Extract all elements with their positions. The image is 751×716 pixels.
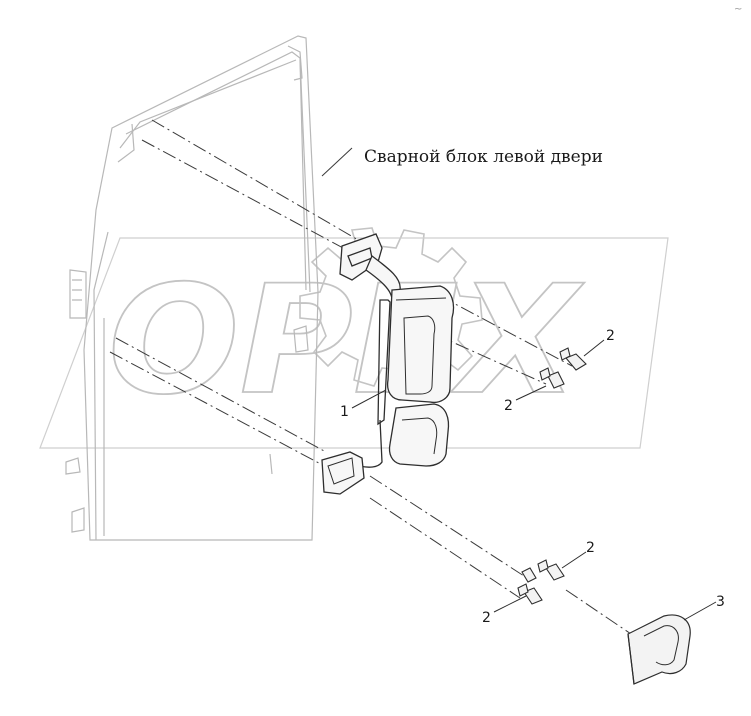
door-frame [65, 35, 319, 541]
mount-cover [627, 614, 691, 685]
corner-mark: ~ [734, 4, 742, 15]
watermark-band [39, 237, 669, 449]
callout-label-bolt-top-left: 2 [504, 398, 513, 414]
callout-label-bolt-top-right: 2 [606, 328, 615, 344]
callout-leaders [351, 339, 717, 621]
mirror-assembly [321, 233, 455, 495]
callout-label-bolt-bottom-right: 2 [586, 540, 595, 556]
watermark-logo: OPEX [39, 227, 669, 449]
bolt-bottom-left [517, 583, 543, 605]
bolt-top-right [559, 347, 587, 371]
callout-label-cover: 3 [716, 594, 725, 610]
bolt-mid-left [521, 567, 537, 583]
bolt-top-left [539, 367, 565, 389]
bolt-bottom-right [537, 559, 565, 581]
title-leader-line [321, 147, 353, 177]
callout-label-bolt-bottom-left: 2 [482, 610, 491, 626]
callout-label-mirror: 1 [340, 404, 349, 420]
assembly-title: Сварной блок левой двери [364, 147, 603, 167]
watermark-letters: OPEX [108, 254, 585, 428]
